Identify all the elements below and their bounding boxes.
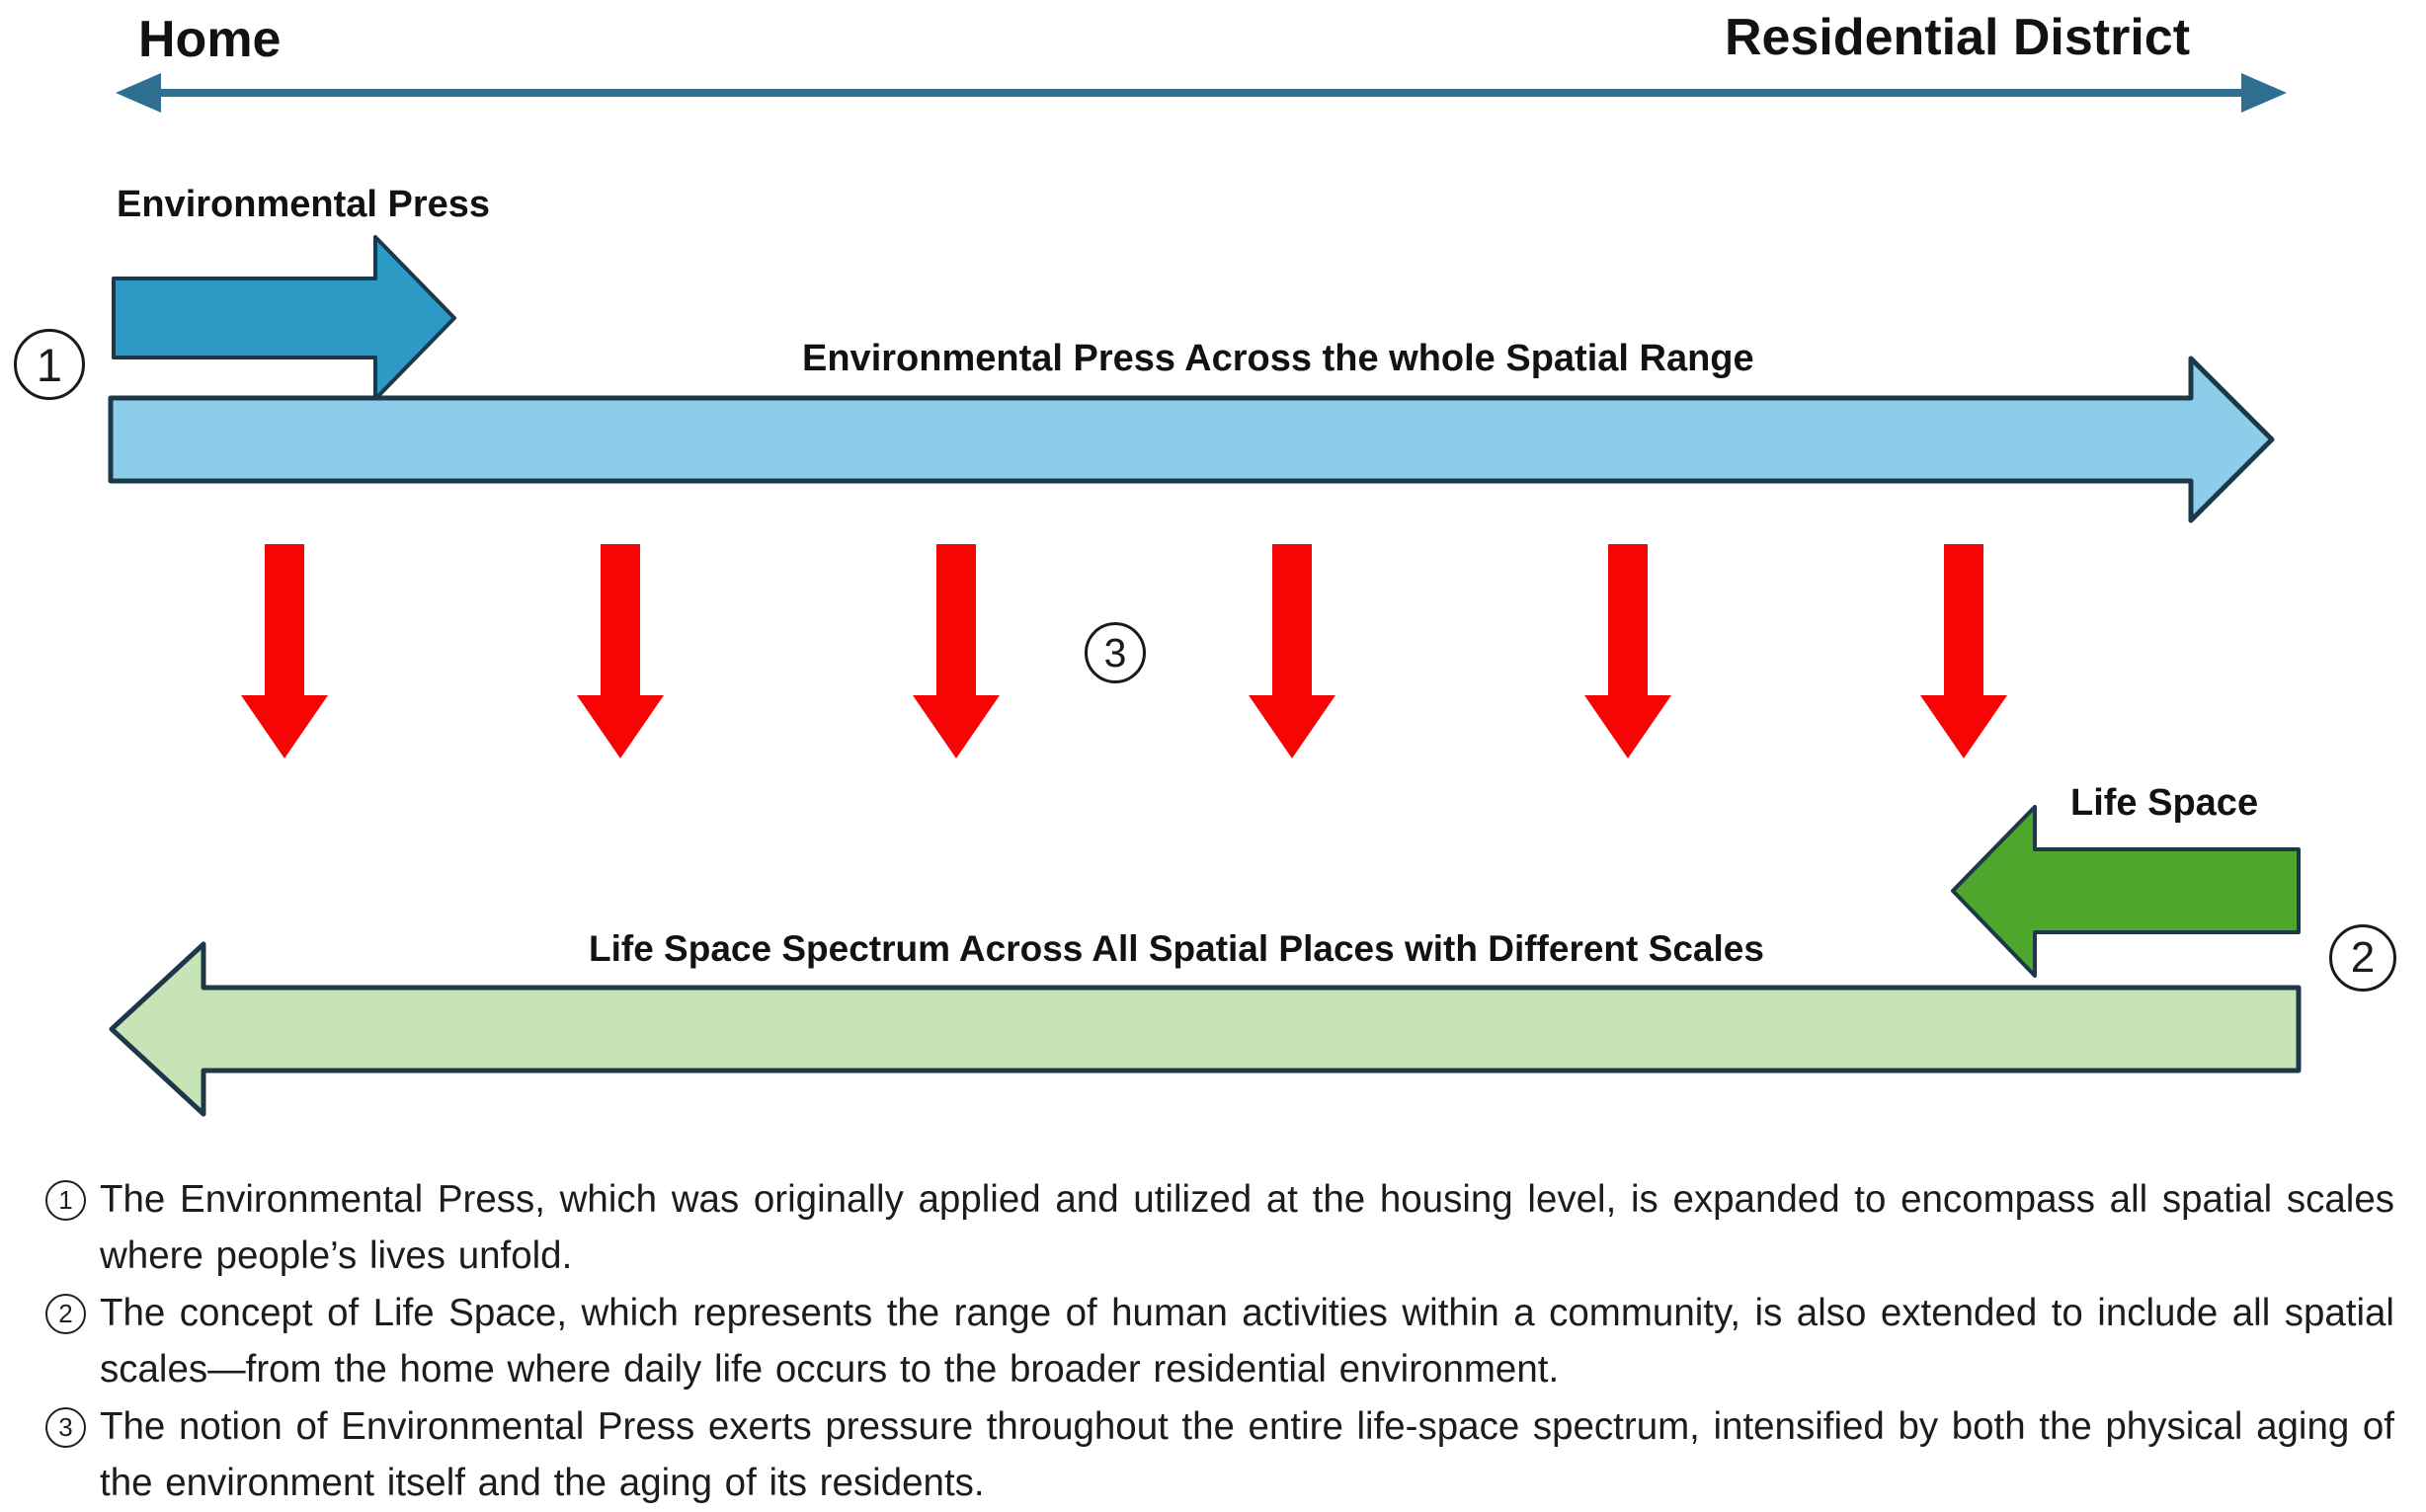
marker-1-number: 1 (36, 338, 63, 391)
note-3-text: The notion of Environmental Press exerts… (100, 1405, 2394, 1504)
note-1-marker: 1 (45, 1180, 86, 1221)
marker-3-number: 3 (1103, 629, 1127, 676)
marker-2-number: 2 (2350, 933, 2376, 982)
life-space-label: Life Space (2070, 782, 2259, 824)
note-3-number: 3 (58, 1412, 73, 1442)
note-item: 3 The notion of Environmental Press exer… (45, 1398, 2394, 1511)
home-residential-axis (116, 73, 2287, 113)
residential-district-label: Residential District (1725, 9, 2191, 66)
marker-1-badge: 1 (14, 329, 85, 400)
life-space-arrow (1951, 805, 2301, 978)
env-press-range-arrow (108, 356, 2275, 523)
marker-2-badge: 2 (2329, 924, 2396, 992)
pressure-arrow (1249, 544, 1335, 758)
note-3-marker: 3 (45, 1407, 86, 1448)
env-press-arrow (112, 235, 456, 401)
note-1-number: 1 (58, 1185, 73, 1215)
marker-3-badge: 3 (1085, 622, 1146, 683)
note-2-marker: 2 (45, 1294, 86, 1334)
env-press-label: Environmental Press (117, 184, 491, 225)
notes-block: 1 The Environmental Press, which was ori… (45, 1171, 2394, 1512)
life-space-spectrum-arrow (109, 941, 2302, 1117)
pressure-arrow (241, 544, 328, 758)
home-label: Home (138, 11, 282, 68)
pressure-arrow (1584, 544, 1671, 758)
env-press-range-label: Environmental Press Across the whole Spa… (802, 338, 1754, 379)
note-2-number: 2 (58, 1299, 73, 1328)
pressure-arrow (1920, 544, 2007, 758)
pressure-arrow (577, 544, 664, 758)
axis-left-arrowhead-icon (116, 73, 161, 113)
note-item: 2 The concept of Life Space, which repre… (45, 1285, 2394, 1397)
pressure-arrow (913, 544, 1000, 758)
note-2-text: The concept of Life Space, which represe… (100, 1292, 2394, 1391)
note-item: 1 The Environmental Press, which was ori… (45, 1171, 2394, 1284)
axis-right-arrowhead-icon (2241, 73, 2287, 113)
note-1-text: The Environmental Press, which was origi… (100, 1178, 2394, 1277)
life-space-spectrum-label: Life Space Spectrum Across All Spatial P… (589, 928, 1764, 969)
